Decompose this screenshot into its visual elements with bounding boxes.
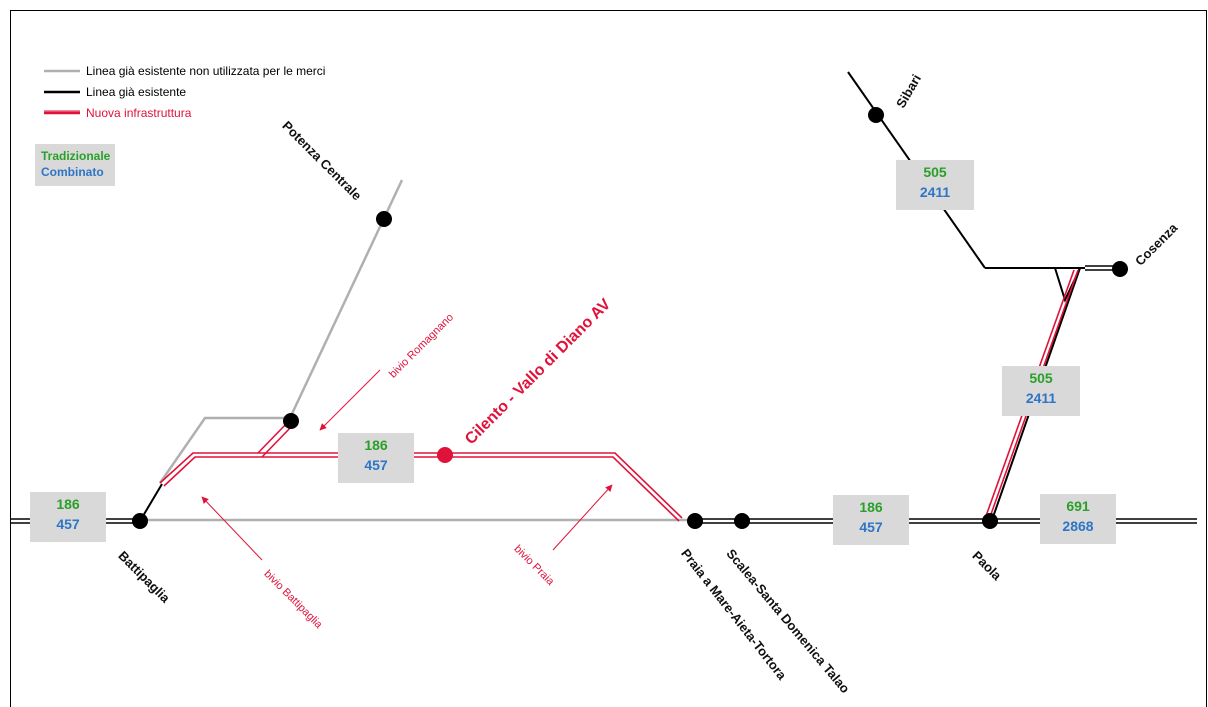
legend-new-infra: Nuova infrastruttura (86, 105, 191, 121)
combined-value: 457 (859, 519, 883, 535)
combined-value: 2868 (1062, 518, 1094, 534)
station-paola (982, 513, 998, 529)
traditional-value: 691 (1066, 498, 1090, 514)
station-cilento-vallo-di-diano (437, 447, 453, 463)
legend-existing-line-label: Linea già esistente (86, 85, 187, 99)
station-battipaglia (132, 513, 148, 529)
traditional-value: 186 (56, 496, 80, 512)
station-praia (687, 513, 703, 529)
legend-unused-line: Linea già esistente non utilizzata per l… (86, 63, 325, 79)
legend-unused-line-label: Linea già esistente non utilizzata per l… (86, 64, 326, 78)
station-romagnano-junction (283, 413, 299, 429)
gray-branch-line (158, 416, 290, 484)
arrow-romagnano (319, 369, 381, 431)
legend-combined: Combinato (41, 165, 104, 179)
capacity-box-new-line: 186 457 (338, 433, 414, 483)
legend-new-infra-label: Nuova infrastruttura (86, 106, 192, 120)
capacity-box-south: 691 2868 (1040, 494, 1116, 544)
legend-lines (44, 69, 80, 115)
new-infrastructure (159, 269, 1079, 522)
combined-value: 2411 (1025, 390, 1057, 406)
traditional-value: 186 (364, 437, 388, 453)
capacity-box-paola-cosenza: 505 2411 (1002, 366, 1080, 416)
capacity-box-scalea-paola: 186 457 (833, 495, 909, 545)
combined-value: 457 (56, 516, 80, 532)
diagram-frame (10, 10, 1207, 707)
junction-arrows (201, 369, 613, 561)
traditional-value: 186 (859, 499, 883, 515)
combined-value: 2411 (919, 184, 951, 200)
traditional-value: 505 (1029, 370, 1053, 386)
station-cosenza (1112, 261, 1128, 277)
capacity-box-sibari: 505 2411 (896, 160, 974, 210)
station-potenza (376, 211, 392, 227)
traditional-value: 505 (923, 164, 947, 180)
station-sibari (868, 107, 884, 123)
legend-traffic-types: Tradizionale Combinato (35, 144, 115, 186)
legend-traditional: Tradizionale (41, 149, 111, 163)
combined-value: 457 (364, 457, 388, 473)
station-scalea (734, 513, 750, 529)
legend-existing-line: Linea già esistente (86, 84, 186, 100)
stations (132, 107, 1128, 529)
arrow-battipaglia (201, 496, 263, 561)
arrow-praia (552, 484, 613, 551)
capacity-box-west: 186 457 (30, 492, 106, 542)
